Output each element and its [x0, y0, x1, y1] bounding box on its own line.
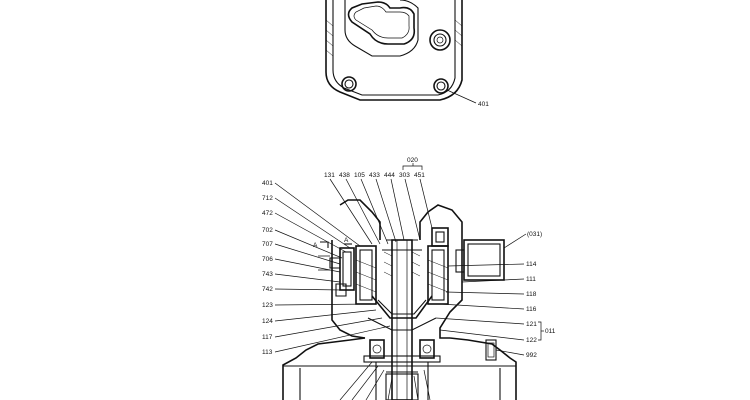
- label-401-top: 401: [478, 101, 489, 108]
- label-707: 707: [262, 241, 273, 248]
- label-105: 105: [354, 172, 365, 179]
- label-702: 702: [262, 227, 273, 234]
- label-131: 131: [324, 172, 335, 179]
- label-433: 433: [369, 172, 380, 179]
- label-122: 122: [526, 337, 537, 344]
- label-438: 438: [339, 172, 350, 179]
- top-callouts: [329, 163, 433, 245]
- label-303: 303: [399, 172, 410, 179]
- label-712: 712: [262, 195, 273, 202]
- label-111: 111: [526, 276, 536, 283]
- right-callouts: [435, 233, 544, 356]
- label-742: 742: [262, 286, 273, 293]
- label-444: 444: [384, 172, 395, 179]
- label-124: 124: [262, 318, 273, 325]
- label-743: 743: [262, 271, 273, 278]
- label-401: 401: [262, 180, 273, 187]
- section-mark-a-left: A: [313, 242, 318, 249]
- label-121: 121: [526, 321, 537, 328]
- top-labels: 131 438 105 433 444 303 451 020: [324, 157, 425, 179]
- label-706: 706: [262, 256, 273, 263]
- top-view-housing: [325, 0, 463, 101]
- label-123: 123: [262, 302, 273, 309]
- section-mark-a-right: A: [344, 237, 349, 244]
- label-020: 020: [407, 157, 418, 164]
- section-view-body: [282, 199, 517, 400]
- label-117: 117: [262, 334, 273, 341]
- right-labels: (031) 114 111 118 116 121 122 011 992: [526, 231, 556, 359]
- label-031: (031): [527, 231, 542, 238]
- left-labels: 401 712 472 702 707 706 743 742 123 124 …: [262, 180, 349, 356]
- left-callouts: [274, 182, 391, 353]
- bottom-callouts: [339, 361, 431, 400]
- label-011: 011: [545, 328, 556, 335]
- label-992: 992: [526, 352, 537, 359]
- label-113: 113: [262, 349, 273, 356]
- top-label-401: 401: [446, 89, 489, 108]
- label-118: 118: [526, 291, 537, 298]
- label-472: 472: [262, 210, 273, 217]
- label-451: 451: [414, 172, 425, 179]
- label-114: 114: [526, 261, 537, 268]
- label-116: 116: [526, 306, 537, 313]
